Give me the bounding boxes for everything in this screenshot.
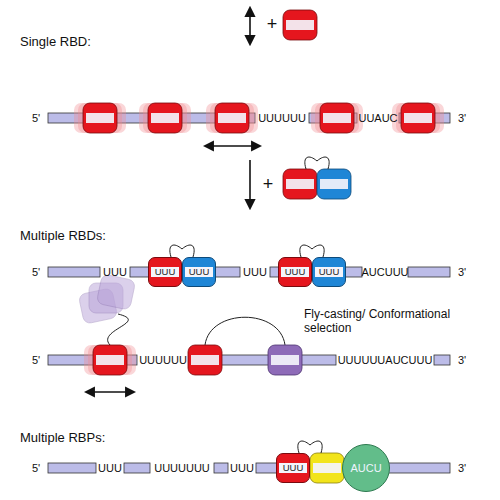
binding-groove	[191, 355, 219, 365]
rbd-box: UUU	[278, 257, 312, 287]
strand-end: 3'	[458, 266, 466, 279]
rbd-domain	[83, 103, 117, 133]
rbd-domain	[148, 103, 182, 133]
strand-end: 3'	[458, 112, 466, 125]
rna-strand	[270, 267, 362, 277]
rbd-box: UUU	[182, 257, 216, 287]
rna-strand	[214, 463, 228, 473]
rna-sequence: UUUUUUU	[154, 462, 210, 475]
binding-groove	[86, 113, 114, 123]
rbd-domain	[320, 103, 354, 133]
strand-end: 5'	[32, 462, 40, 475]
rbd-domain	[283, 10, 317, 40]
strand-end: 5'	[32, 112, 40, 125]
rbp-circle: AUCU	[342, 444, 390, 492]
linker-loop	[305, 157, 329, 169]
binding-groove	[323, 113, 351, 123]
motion-arrow	[249, 160, 251, 208]
rna-strand	[124, 463, 150, 473]
binding-groove	[313, 463, 341, 473]
strand-end: 5'	[32, 354, 40, 367]
rbd-domain	[401, 103, 435, 133]
motion-arrow	[249, 8, 251, 44]
flexible-linker	[108, 314, 129, 345]
rbd-box: UUU	[148, 257, 182, 287]
rna-strand	[48, 463, 96, 473]
flexible-linker	[205, 317, 285, 345]
rbd-domain	[317, 169, 351, 199]
bound-sequence: UUU	[281, 267, 309, 277]
binding-groove	[96, 355, 124, 365]
rbd-domain	[93, 345, 127, 375]
mechanism-note: Fly-casting/ Conformational selection	[304, 308, 454, 336]
rna-sequence: UUUUUUAUCUUU	[338, 354, 433, 367]
rbd-domain	[268, 345, 302, 375]
section-heading: Multiple RBDs:	[20, 229, 106, 244]
bound-sequence: UUU	[185, 267, 213, 277]
rna-strand	[408, 267, 450, 277]
rbd-domain	[188, 345, 222, 375]
rbd-domain	[310, 453, 344, 483]
plus-sign: +	[267, 14, 278, 35]
binding-groove	[271, 355, 299, 365]
bound-sequence: UUU	[315, 267, 343, 277]
binding-groove	[286, 20, 314, 30]
binding-groove	[218, 113, 246, 123]
motion-arrow	[86, 391, 134, 393]
rbd-box: UUU	[276, 453, 310, 483]
rna-sequence: UUAUC	[358, 112, 397, 125]
binding-groove	[286, 179, 314, 189]
section-heading: Multiple RBPs:	[20, 431, 105, 446]
section-heading: Single RBD:	[20, 35, 91, 50]
rna-sequence: UUU	[230, 462, 254, 475]
rbd-box: UUU	[312, 257, 346, 287]
rna-sequence: UUU	[98, 462, 122, 475]
linker-loop	[298, 441, 322, 453]
strand-end: 5'	[32, 266, 40, 279]
sequence-motif: AUCU	[350, 462, 381, 475]
rna-strand	[48, 267, 100, 277]
linker-loop	[170, 245, 194, 257]
rna-sequence: UUUUUU	[139, 354, 187, 367]
rbd-domain	[283, 169, 317, 199]
rna-strand	[434, 355, 450, 365]
strand-end: 3'	[458, 354, 466, 367]
strand-end: 3'	[458, 462, 466, 475]
rna-sequence: UUUUUU	[258, 112, 306, 125]
plus-sign: +	[263, 174, 274, 195]
rbd-domain	[215, 103, 249, 133]
rna-strand	[189, 355, 336, 365]
rna-sequence: AUCUUU	[361, 266, 408, 279]
rna-sequence: UUU	[103, 266, 127, 279]
binding-groove	[320, 179, 348, 189]
motion-arrow	[205, 145, 260, 147]
rna-sequence: UUU	[243, 266, 267, 279]
binding-groove	[151, 113, 179, 123]
rna-strand	[130, 267, 240, 277]
purple-domain-ghost	[96, 274, 135, 310]
bound-sequence: UUU	[151, 267, 179, 277]
binding-groove	[404, 113, 432, 123]
linker-loop	[300, 245, 324, 257]
bound-sequence: UUU	[279, 463, 307, 473]
